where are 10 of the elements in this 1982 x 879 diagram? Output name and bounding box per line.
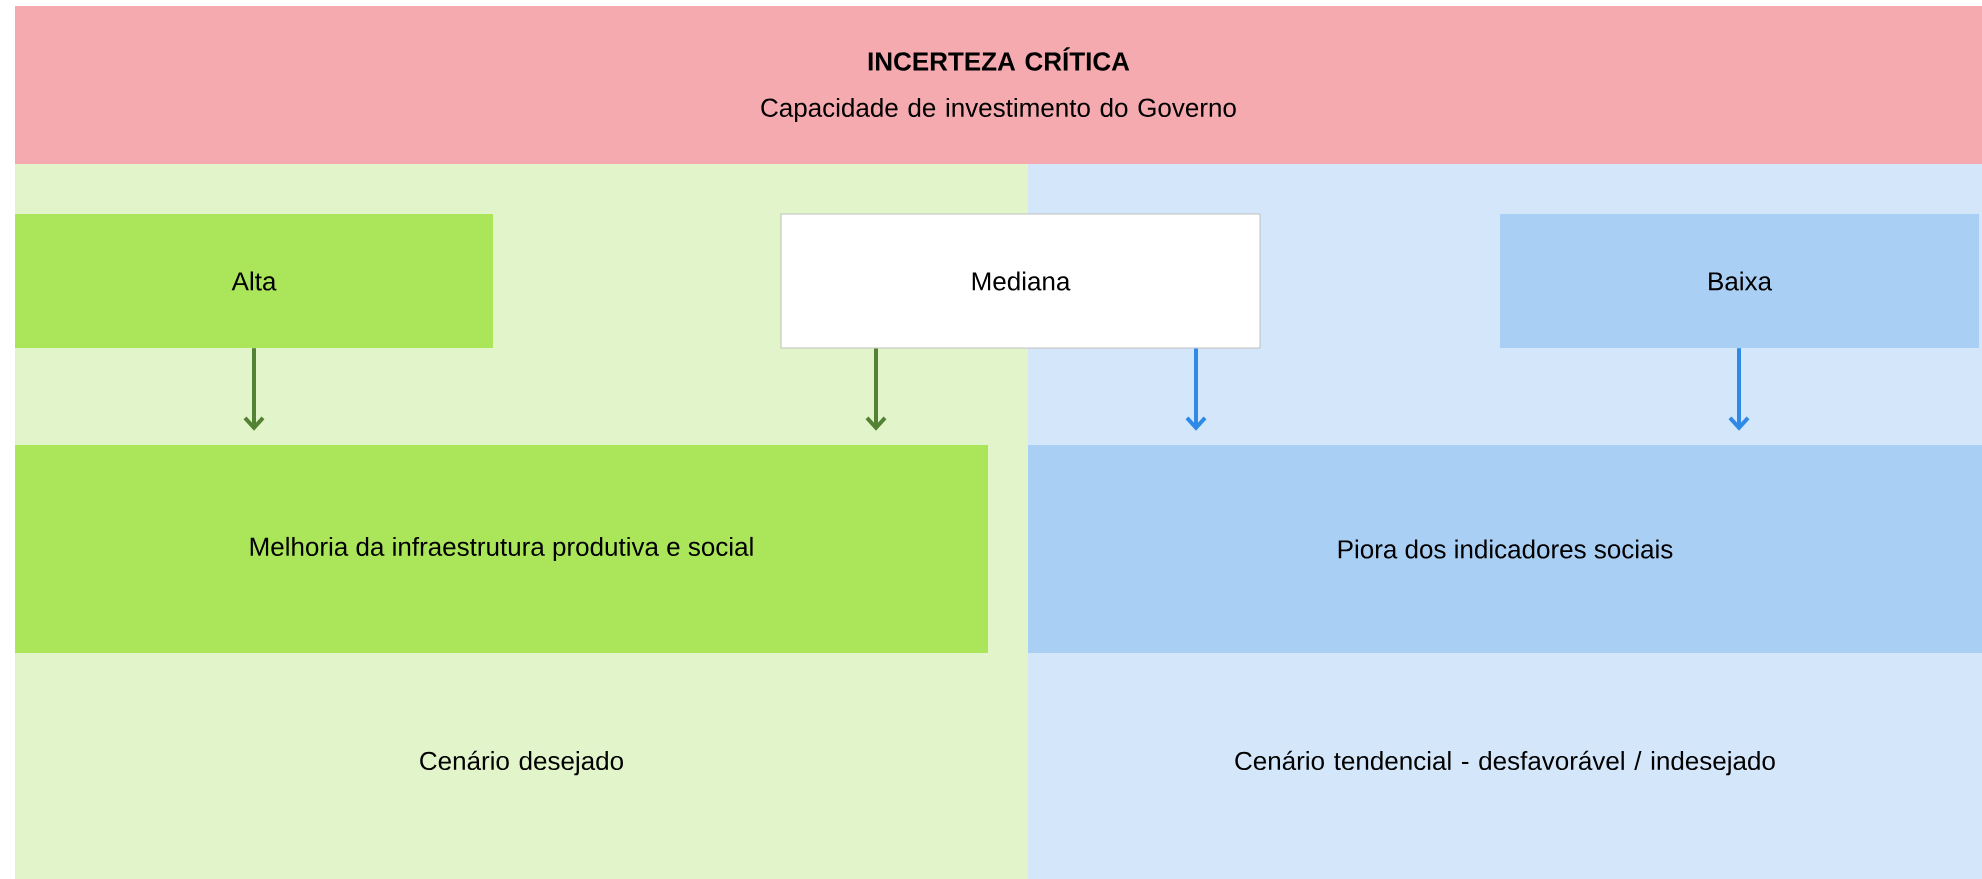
level-box: Mediana — [780, 213, 1261, 349]
arrow — [1728, 348, 1750, 431]
header-band: INCERTEZA CRÍTICA Capacidade de investimento do Governo — [15, 6, 1982, 164]
outcome-box: Melhoria da infraestrutura produtiva e social — [15, 445, 988, 653]
level-box: Baixa — [1500, 214, 1979, 348]
outcome-box: Piora dos indicadores sociais — [1028, 445, 1982, 653]
level-box: Alta — [15, 214, 493, 348]
arrow — [1185, 348, 1207, 431]
arrow — [243, 348, 265, 431]
arrow — [865, 348, 887, 431]
